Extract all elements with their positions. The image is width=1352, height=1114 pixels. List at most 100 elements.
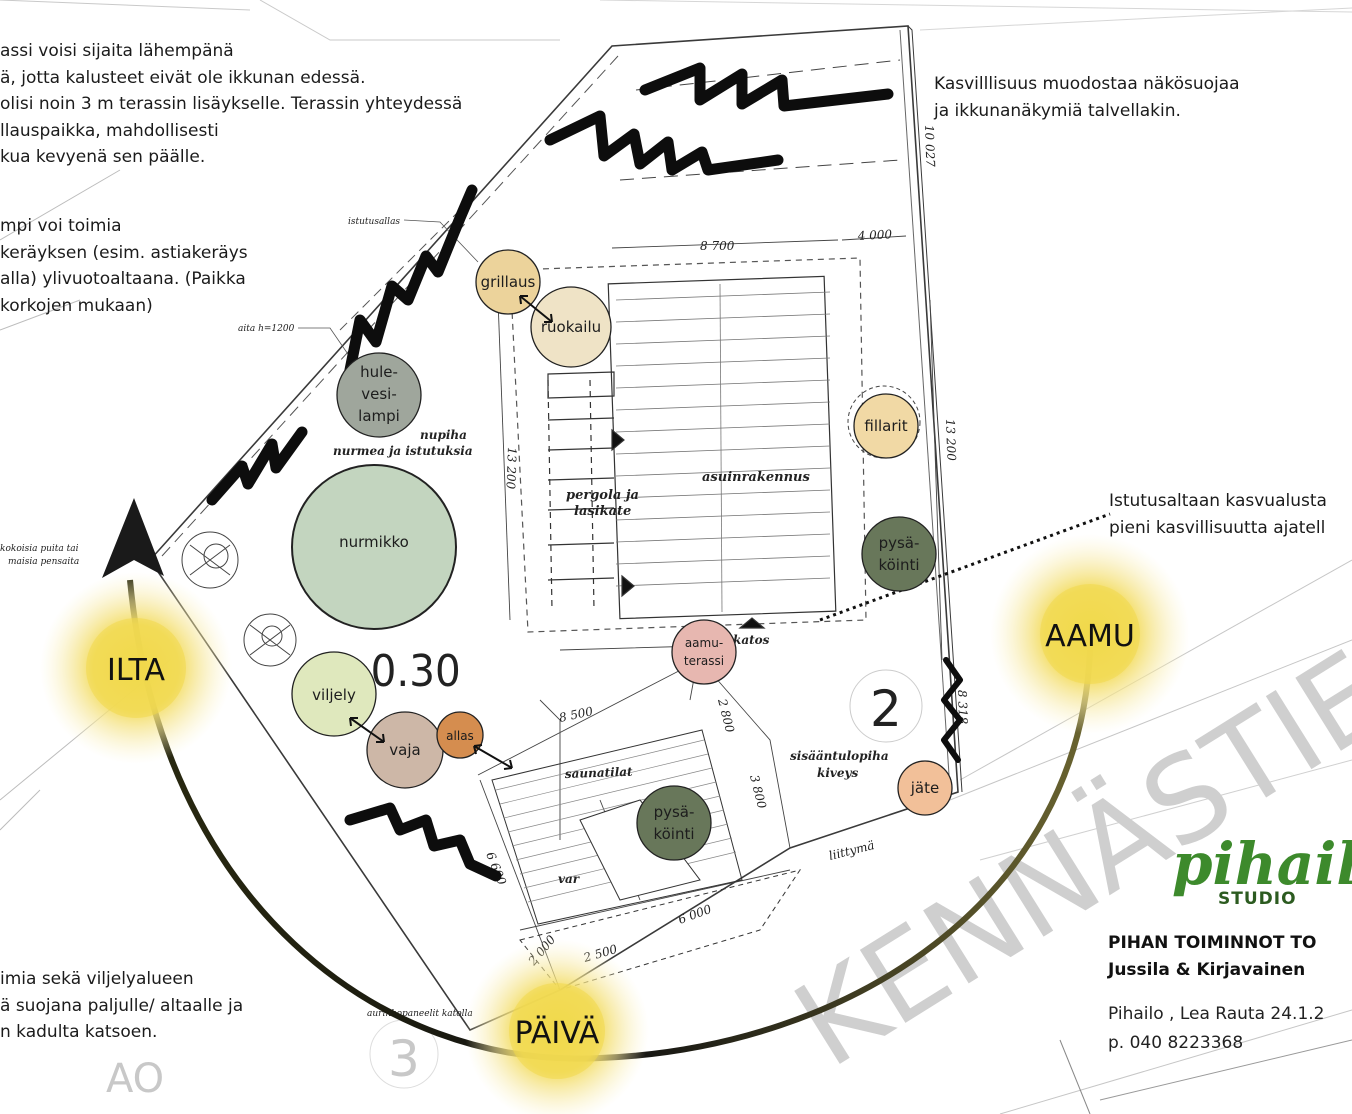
connection-arrows — [349, 295, 553, 770]
note-line: ä, jotta kalusteet eivät ole ikkunan ede… — [0, 67, 366, 88]
dim-8: 2 800 — [715, 696, 737, 734]
label-var: var — [558, 872, 581, 886]
note-line: pieni kasvillisuutta ajatell — [1109, 517, 1326, 538]
dim-1: 10 027 — [922, 125, 937, 168]
label-sisaantulo-2: kiveys — [817, 766, 858, 780]
function-viljely: viljely — [291, 651, 377, 737]
note-pond: mpi voi toimia keräyksen (esim. astiaker… — [0, 213, 248, 319]
label-aurinko: aurinkopaneelit katolla — [367, 1009, 473, 1019]
note-line: ä suojana paljulle/ altaalle ja — [0, 995, 244, 1016]
function-pysakointi-2: pysä- köinti — [636, 785, 712, 861]
svg-text:pysä-: pysä- — [654, 803, 695, 821]
brand-logo: pihailo STUDIO — [1172, 830, 1352, 909]
function-jate: jäte — [897, 760, 953, 816]
plan-labels: istutusallas aita h=1200 nupiha nurmea j… — [0, 217, 889, 1019]
sun-ilta-label: ILTA — [107, 653, 165, 688]
function-allas: allas — [436, 711, 484, 759]
note-line: mpi voi toimia — [0, 216, 122, 236]
note-vegetation: Kasvilllisuus muodostaa näkösuojaa ja ik… — [934, 71, 1240, 124]
client-names: Jussila & Kirjavainen — [1108, 960, 1306, 980]
svg-text:köinti: köinti — [878, 556, 919, 574]
function-vaja: vaja — [366, 711, 444, 789]
function-pysakointi-1: pysä- köinti — [861, 516, 937, 592]
function-fillarit: fillarit — [853, 393, 919, 459]
note-line: keräyksen (esim. astiakeräys — [0, 242, 248, 263]
svg-text:fillarit: fillarit — [864, 417, 907, 435]
svg-text:vaja: vaja — [389, 741, 420, 759]
note-line: ja ikkunanäkymiä talvellakin. — [934, 100, 1181, 121]
sun-aamu-label: AAMU — [1045, 619, 1135, 654]
screening-zigzags — [206, 62, 963, 882]
main-house — [509, 257, 867, 633]
dim-3: 4 000 — [856, 227, 892, 243]
label-katos: katos — [733, 633, 770, 647]
lot-number-3: 3 — [388, 1030, 420, 1088]
brand-block: PIHAN TOIMINNOT TO Jussila & Kirjavainen… — [1108, 930, 1325, 1058]
sun-ilta: ILTA — [40, 572, 232, 764]
label-nurmea-1: nupiha — [420, 428, 467, 442]
note-line: imia sekä viljelyalueen — [0, 969, 194, 989]
function-aamuterassi: aamu- terassi — [671, 619, 737, 685]
svg-text:allas: allas — [446, 729, 474, 743]
planter-pointer-line — [819, 512, 1111, 622]
svg-text:aamu-: aamu- — [685, 636, 723, 650]
logo-studio: STUDIO — [1218, 889, 1297, 909]
note-planter: Istutusaltaan kasvualusta pieni kasvilli… — [1109, 488, 1327, 541]
note-bottom: imia sekä viljelyalueen ä suojana paljul… — [0, 966, 243, 1046]
label-puita-1: kokoisia puita tai — [0, 544, 79, 554]
svg-text:grillaus: grillaus — [481, 273, 536, 291]
function-hulevesi: hule- vesi- lampi — [336, 352, 422, 438]
svg-text:pysä-: pysä- — [879, 534, 920, 552]
label-pergola-2: lasikate — [574, 504, 631, 519]
lot-number-2: 2 — [870, 680, 902, 738]
logo-wordmark: pihailo — [1172, 830, 1352, 898]
label-sisaantulo-1: sisääntulopiha — [790, 749, 889, 763]
label-saunatilat: saunatilat — [565, 765, 634, 781]
dim-7: 8 500 — [558, 704, 595, 725]
dim-5: 13 200 — [943, 419, 958, 462]
svg-text:hule-: hule- — [360, 363, 398, 381]
note-line: assi voisi sijaita lähempänä — [0, 41, 234, 61]
label-asuinrakennus: asuinrakennus — [702, 470, 810, 485]
function-nurmikko: nurmikko — [291, 464, 457, 630]
function-ruokailu: ruokailu — [530, 286, 612, 368]
dim-9: 3 800 — [747, 773, 769, 810]
svg-text:köinti: köinti — [653, 825, 694, 843]
note-line: Kasvilllisuus muodostaa näkösuojaa — [934, 74, 1240, 94]
dim-4: 13 200 — [504, 447, 519, 490]
svg-text:nurmikko: nurmikko — [339, 533, 409, 551]
label-liittyma: liittymä — [827, 838, 875, 863]
sun-paiva-label: PÄIVÄ — [515, 1015, 600, 1051]
note-line: olisi noin 3 m terassin lisäykselle. Ter… — [0, 94, 463, 114]
label-puita-2: maisia pensaita — [8, 557, 79, 567]
plan-title: PIHAN TOIMINNOT TO — [1108, 933, 1317, 953]
svg-text:terassi: terassi — [684, 654, 724, 668]
label-aita: aita h=1200 — [238, 324, 295, 334]
sun-aamu: AAMU — [990, 534, 1190, 734]
note-line: kua kevyenä sen päälle. — [0, 147, 206, 167]
note-terrace: assi voisi sijaita lähempänä ä, jotta ka… — [0, 38, 462, 171]
function-circles: grillaus ruokailu hule- vesi- lampi nurm… — [291, 249, 953, 861]
author-line: Pihailo , Lea Rauta 24.1.2 — [1108, 1004, 1325, 1024]
svg-text:viljely: viljely — [312, 686, 356, 704]
dim-11: 6 000 — [676, 902, 713, 927]
sun-paiva: PÄIVÄ — [465, 939, 649, 1114]
site-boundary — [149, 25, 963, 1032]
note-line: llauspaikka, mahdollisesti — [0, 120, 219, 141]
svg-text:lampi: lampi — [358, 407, 400, 425]
dim-2: 8 700 — [700, 239, 735, 253]
phone-line: p. 040 8223368 — [1108, 1033, 1244, 1053]
note-line: Istutusaltaan kasvualusta — [1109, 491, 1327, 511]
note-line: korkojen mukaan) — [0, 295, 153, 316]
svg-text:vesi-: vesi- — [361, 385, 397, 403]
zone-ao: AO — [106, 1056, 164, 1102]
note-line: n kadulta katsoen. — [0, 1022, 158, 1042]
label-pergola-1: pergola ja — [566, 488, 639, 503]
svg-text:ruokailu: ruokailu — [541, 318, 601, 336]
label-istutusallas: istutusallas — [348, 217, 400, 227]
label-nurmea-2: nurmea ja istutuksia — [333, 444, 473, 458]
note-line: alla) ylivuotoaltaana. (Paikka — [0, 269, 246, 289]
svg-text:jäte: jäte — [910, 779, 939, 797]
